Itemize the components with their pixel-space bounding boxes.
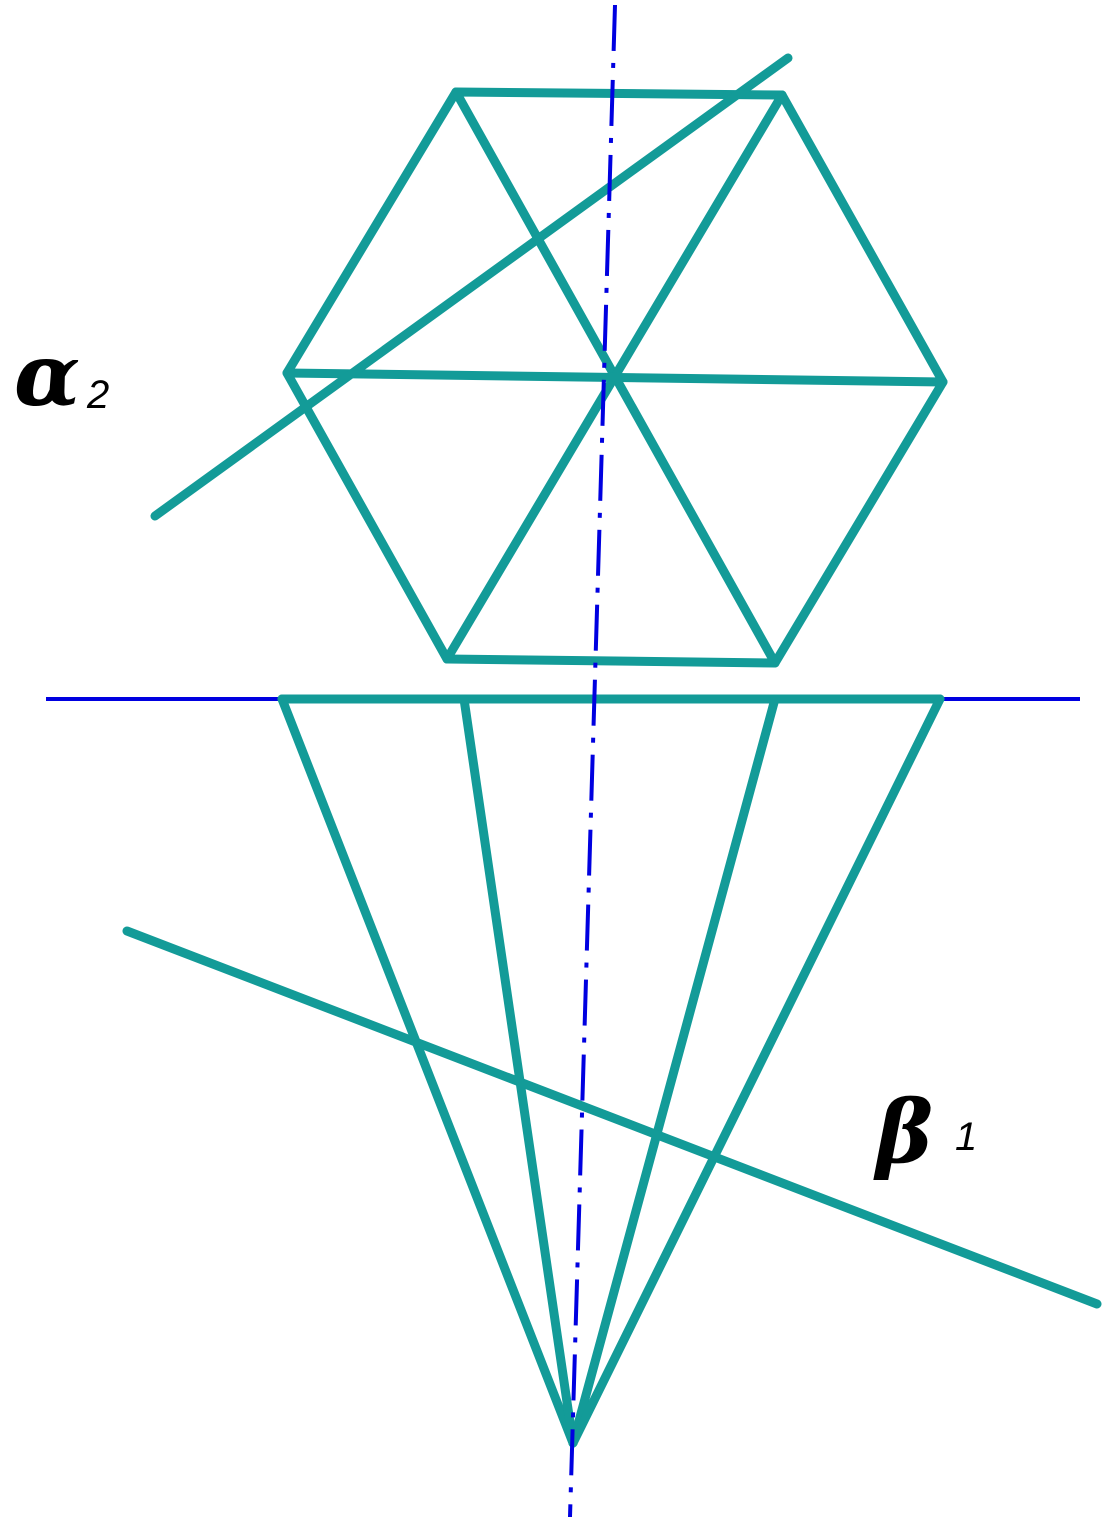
pyramid-edge-inner-left (459, 694, 578, 1448)
hexagon-diagonal-3 (282, 368, 948, 387)
label-alpha-subscript: 2 (86, 373, 109, 417)
pyramid-edge-left (277, 694, 578, 1448)
pyramid-edge-right (568, 694, 945, 1448)
pyramid-edge-inner-right (568, 694, 780, 1448)
label-beta-subscript: 1 (955, 1115, 977, 1159)
symmetry-axis (568, 4, 617, 1518)
plane-beta1-trace (122, 926, 1102, 1309)
plane-alpha2-trace (150, 53, 793, 521)
label-beta: β (873, 1082, 933, 1183)
label-alpha: α (14, 325, 80, 426)
label-alpha-symbol: α (14, 325, 80, 426)
label-beta-symbol: β (873, 1082, 933, 1183)
